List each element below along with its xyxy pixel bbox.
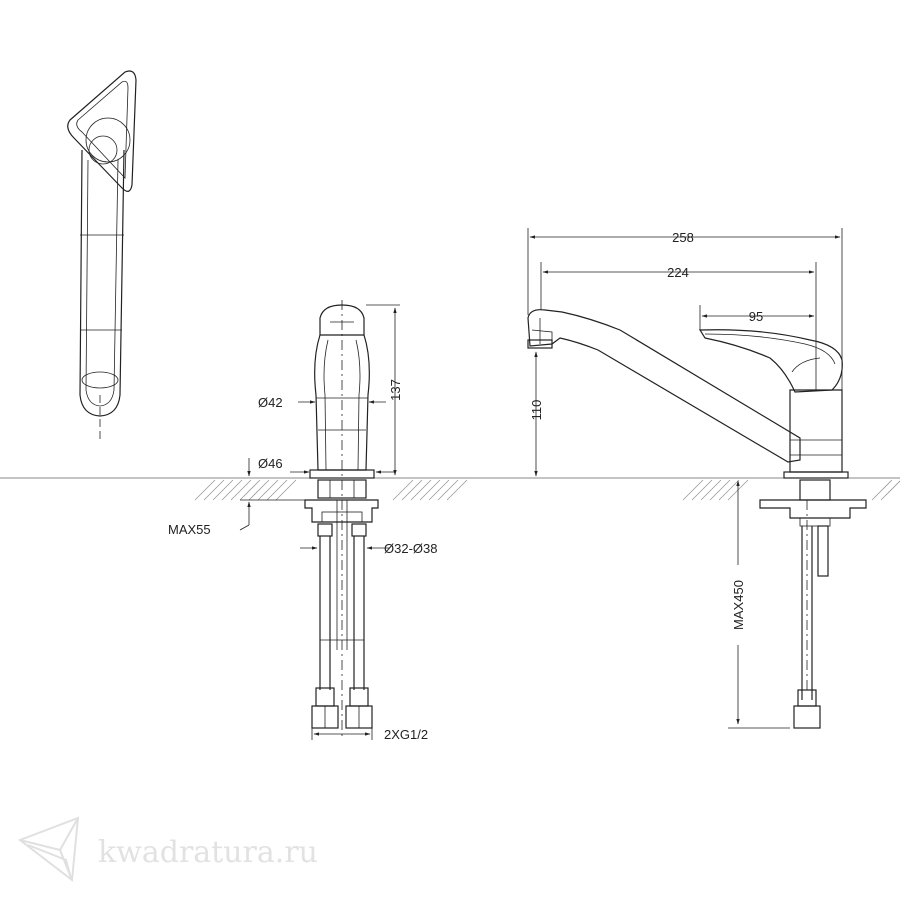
dim-thread: 2XG1/2: [311, 727, 428, 742]
hatch-line: [428, 479, 450, 501]
dim-d32-38: Ø32-Ø38: [300, 541, 437, 556]
dim-w258: 258: [527, 228, 843, 390]
countertop-hatch-right: [682, 479, 900, 501]
hatch-line: [275, 479, 297, 501]
dim-w95-label: 95: [749, 309, 763, 324]
hatch-line: [410, 479, 432, 501]
dim-w224: 224: [540, 262, 817, 390]
watermark-logo: [17, 816, 80, 882]
hatch-line: [682, 479, 704, 501]
dim-thread-label: 2XG1/2: [384, 727, 428, 742]
dim-max450: MAX450: [728, 480, 790, 729]
dim-h137-label: 137: [388, 379, 403, 401]
countertop: [0, 477, 900, 501]
dim-d42-label: Ø42: [258, 395, 283, 410]
hatch-line: [203, 479, 225, 501]
dim-d42: Ø42: [258, 395, 386, 410]
dim-max55: MAX55: [168, 458, 305, 537]
hatch-line: [266, 479, 288, 501]
hatch-line: [401, 479, 423, 501]
dim-max55-label: MAX55: [168, 522, 211, 537]
dim-h110-label: 110: [529, 400, 544, 421]
faucet-front-view: [304, 300, 379, 740]
dim-d46-label: Ø46: [258, 456, 283, 471]
hatch-line: [700, 479, 722, 501]
hatch-line: [446, 479, 468, 501]
dim-w258-label: 258: [672, 230, 694, 245]
dim-d46: Ø46: [258, 456, 395, 474]
hatch-line: [419, 479, 441, 501]
dim-max450-label: MAX450: [731, 580, 746, 630]
hatch-line: [230, 479, 252, 501]
hatch-line: [691, 479, 713, 501]
hatch-line: [212, 479, 234, 501]
hatch-line: [437, 479, 459, 501]
hatch-line: [194, 479, 216, 501]
hatch-line: [221, 479, 243, 501]
watermark: kwadratura.ru: [17, 816, 318, 882]
dim-h110: 110: [529, 351, 544, 477]
dim-w95: 95: [699, 305, 815, 330]
hatch-line: [248, 479, 270, 501]
hatch-line: [709, 479, 731, 501]
hatch-line: [392, 479, 414, 501]
countertop-hatch-left: [194, 479, 468, 501]
hatch-line: [718, 479, 740, 501]
faucet-side-view: [527, 309, 867, 729]
hatch-line: [257, 479, 279, 501]
dim-d32-38-label: Ø32-Ø38: [384, 541, 437, 556]
watermark-text: kwadratura.ru: [98, 835, 318, 870]
hatch-line: [239, 479, 261, 501]
faucet-top-view: [67, 70, 137, 440]
hatch-line: [871, 479, 893, 501]
dim-h137: 137: [366, 304, 403, 476]
hatch-line: [880, 480, 900, 501]
dim-w224-label: 224: [667, 265, 689, 280]
